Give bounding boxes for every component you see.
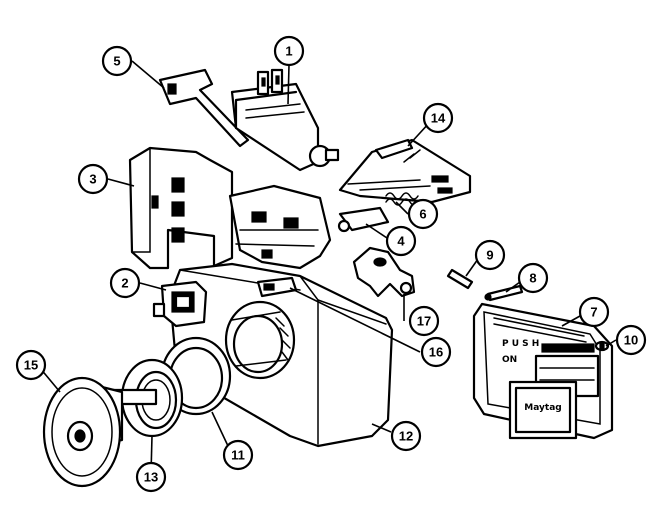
part-15-knob — [42, 376, 158, 488]
svg-text:5: 5 — [113, 54, 120, 69]
svg-text:2: 2 — [121, 276, 128, 291]
svg-text:13: 13 — [144, 470, 158, 485]
callout-14: 14 — [422, 102, 454, 134]
part-5-bracket — [158, 68, 250, 148]
svg-text:9: 9 — [486, 248, 493, 263]
part-12-housing — [168, 262, 394, 448]
svg-text:1: 1 — [285, 44, 292, 59]
callout-5: 5 — [101, 45, 133, 77]
callout-6: 6 — [407, 198, 439, 230]
svg-text:15: 15 — [24, 358, 38, 373]
svg-text:16: 16 — [429, 345, 443, 360]
part-16-lens — [256, 276, 298, 298]
part-14-bracket — [338, 138, 472, 204]
nameplate-badge: Maytag — [508, 380, 578, 440]
callout-11: 11 — [222, 439, 254, 471]
part-17-cam — [352, 246, 416, 298]
svg-text:11: 11 — [231, 448, 245, 463]
callout-15: 15 — [15, 349, 47, 381]
callout-8: 8 — [517, 262, 549, 294]
callout-12: 12 — [390, 420, 422, 452]
svg-text:10: 10 — [624, 333, 638, 348]
callout-10: 10 — [615, 324, 647, 356]
callout-2: 2 — [109, 267, 141, 299]
svg-text:17: 17 — [417, 314, 431, 329]
svg-text:ON: ON — [502, 355, 517, 365]
part-3-frame — [128, 146, 332, 270]
callout-13: 13 — [135, 461, 167, 493]
part-4-actuator — [337, 206, 390, 233]
callout-7: 7 — [578, 296, 610, 328]
svg-text:6: 6 — [419, 207, 426, 222]
part-8-rod — [484, 284, 524, 302]
svg-text:3: 3 — [89, 172, 96, 187]
part-2-rocker — [152, 280, 208, 328]
svg-text:7: 7 — [590, 305, 597, 320]
part-7-panel: P U S H ON — [472, 302, 614, 440]
svg-text:P U S H: P U S H — [502, 339, 539, 349]
callout-17: 17 — [408, 305, 440, 337]
callout-4: 4 — [385, 225, 417, 257]
svg-text:14: 14 — [431, 111, 446, 126]
part-9-pin — [446, 268, 474, 290]
callout-16: 16 — [420, 336, 452, 368]
svg-text:8: 8 — [529, 271, 536, 286]
part-10-screw — [594, 340, 610, 352]
callout-1: 1 — [273, 35, 305, 67]
badge-text: Maytag — [524, 403, 561, 413]
svg-text:4: 4 — [397, 234, 405, 249]
leader-lines — [39, 60, 617, 475]
svg-text:12: 12 — [399, 429, 413, 444]
part-1-switch — [230, 68, 340, 172]
callout-9: 9 — [474, 239, 506, 271]
callout-3: 3 — [77, 163, 109, 195]
